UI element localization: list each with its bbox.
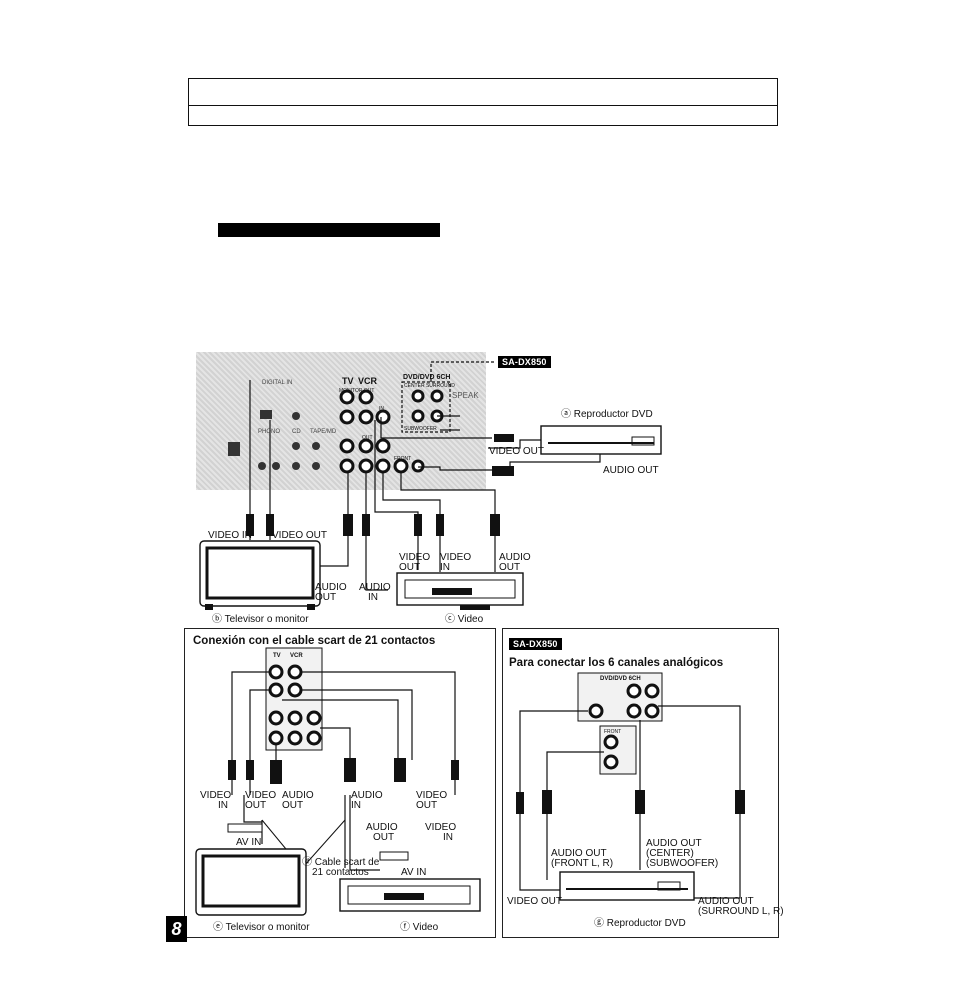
header-divider xyxy=(189,105,777,106)
scart-cable-label-1: ⓓ Cable scart de xyxy=(302,857,380,868)
header-box xyxy=(188,78,778,126)
scart-tv-label: TV xyxy=(273,653,281,659)
scart-video-in-label-2: IN xyxy=(218,800,228,811)
tv-caption: ⓑ Televisor o monitor xyxy=(212,614,309,625)
center-surround-label: CENTER SURROUND xyxy=(404,383,455,389)
center-audio-out-label-2: (CENTER) xyxy=(646,848,694,859)
out-label: OUT xyxy=(362,435,373,441)
phono-label: PHONO xyxy=(258,429,281,435)
cd-label: CD xyxy=(292,429,301,435)
digital-in-label: DIGITAL IN xyxy=(262,380,293,386)
vcr-video-out-label-1: VIDEO xyxy=(399,552,431,563)
tv-audio-out-label-2: OUT xyxy=(315,592,337,603)
scart-audio-out-label-2: OUT xyxy=(282,800,304,811)
scart-vcr-label: VCR xyxy=(290,653,303,659)
scart-video-in-right-label-1: VIDEO xyxy=(425,822,457,833)
scart-audio-in-label-1: AUDIO xyxy=(351,790,383,801)
model-badge-top: SA-DX850 xyxy=(498,356,551,368)
vcr-video-in-label-2: IN xyxy=(440,562,450,573)
tv-video-out-label: VIDEO OUT xyxy=(272,530,328,541)
vcr-audio-in-label-2: IN xyxy=(368,592,378,603)
front-audio-out-label-2: (FRONT L, R) xyxy=(551,858,614,869)
monitor-out-label: MONITOR OUT xyxy=(339,388,375,394)
scart-av-in-right-label: AV IN xyxy=(401,867,427,878)
center-audio-out-label-1: AUDIO OUT xyxy=(646,838,702,849)
page-number: 8 xyxy=(166,916,187,942)
dvd-audio-out-label: AUDIO OUT xyxy=(603,465,659,476)
speakers-label: SPEAK xyxy=(452,391,479,400)
scart-connection-panel xyxy=(184,628,496,938)
tv-video-in-label: VIDEO IN xyxy=(208,530,252,541)
vcr-caption: ⓒ Video xyxy=(445,614,484,625)
analog-front-label: FRONT xyxy=(604,729,622,735)
scart-panel-title: Conexión con el cable scart de 21 contac… xyxy=(193,635,436,647)
scart-audio-out-label-1: AUDIO xyxy=(282,790,314,801)
analog-dvd-6ch-label: DVD/DVD 6CH xyxy=(600,676,641,682)
scart-video-in-right-label-2: IN xyxy=(443,832,453,843)
dvd-video-out-label: VIDEO OUT xyxy=(489,446,545,457)
front-audio-out-label-1: AUDIO OUT xyxy=(551,848,607,859)
section-title-bar xyxy=(218,223,440,237)
tv-jack-label: TV xyxy=(342,376,354,386)
analog-6ch-panel xyxy=(502,628,779,938)
tape-label: TAPE/MD xyxy=(310,429,337,435)
vcr-audio-out-label-1: AUDIO xyxy=(499,552,531,563)
vcr-video-in-label-1: VIDEO xyxy=(440,552,472,563)
vcr-video-out-label-2: OUT xyxy=(399,562,421,573)
front-label: FRONT xyxy=(394,456,412,462)
scart-cable-label-2: 21 contactos xyxy=(312,867,369,878)
subwoofer-label: SUBWOOFER xyxy=(404,426,437,432)
analog-video-out-label: VIDEO OUT xyxy=(507,896,563,907)
scart-video-out-right-label-2: OUT xyxy=(416,800,438,811)
surround-audio-out-label-2: (SURROUND L, R) xyxy=(698,906,784,917)
scart-vcr-caption: ⓕ Video xyxy=(400,922,439,933)
scart-video-in-label-1: VIDEO xyxy=(200,790,232,801)
vcr-jack-label: VCR xyxy=(358,376,378,386)
scart-video-out-right-label-1: VIDEO xyxy=(416,790,448,801)
surround-audio-out-label-1: AUDIO OUT xyxy=(698,896,754,907)
dvd-6ch-label: DVD/DVD 6CH xyxy=(403,374,451,381)
in-label: IN xyxy=(379,406,384,412)
analog-panel-title: Para conectar los 6 canales analógicos xyxy=(509,657,724,669)
scart-tv-caption: ⓔ Televisor o monitor xyxy=(213,922,310,933)
scart-video-out-label-2: OUT xyxy=(245,800,267,811)
scart-audio-out-bottom-label-2: OUT xyxy=(373,832,395,843)
analog-dvd-caption: ⓖ Reproductor DVD xyxy=(594,918,686,929)
center-audio-out-label-3: (SUBWOOFER) xyxy=(646,858,719,869)
scart-video-out-label-1: VIDEO xyxy=(245,790,277,801)
dvd-player-caption: ⓐ Reproductor DVD xyxy=(561,409,653,420)
scart-audio-out-bottom-label-1: AUDIO xyxy=(366,822,398,833)
tv-audio-out-label-1: AUDIO xyxy=(315,582,347,593)
vcr-audio-in-label-1: AUDIO xyxy=(359,582,391,593)
model-badge-analog: SA-DX850 xyxy=(509,638,562,650)
scart-audio-in-label-2: IN xyxy=(351,800,361,811)
vcr-audio-out-label-2: OUT xyxy=(499,562,521,573)
scart-av-in-left-label: AV IN xyxy=(236,837,262,848)
